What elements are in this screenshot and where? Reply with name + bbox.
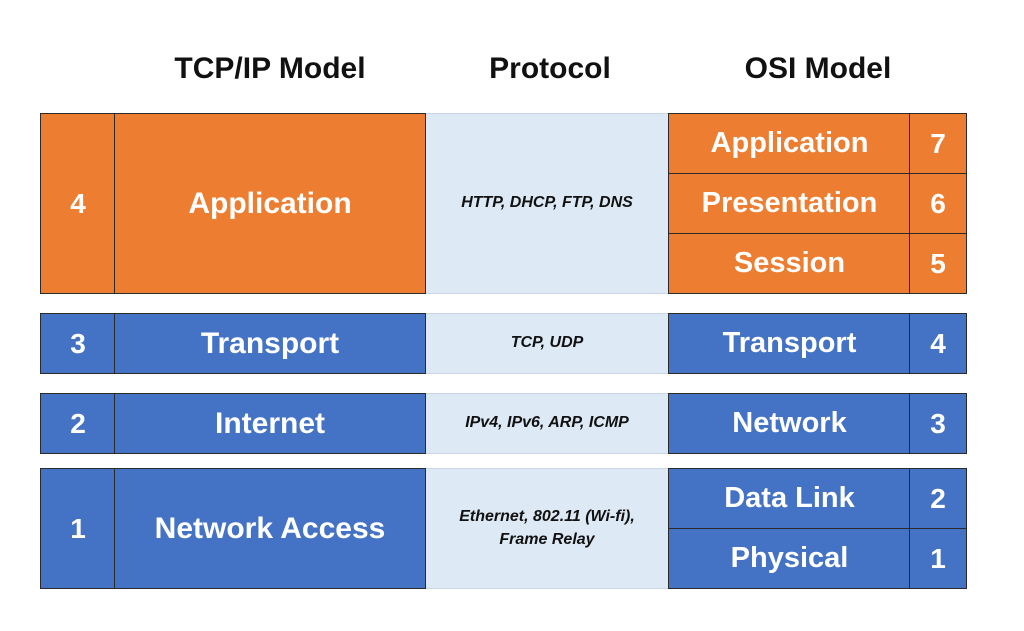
osi-layer-number-3: 3 bbox=[909, 393, 967, 454]
tcpip-layer-number-3: 3 bbox=[40, 313, 116, 374]
osi-layer-data-link: Data Link bbox=[668, 468, 911, 529]
protocol-text: IPv4, IPv6, ARP, ICMP bbox=[465, 414, 629, 432]
tcpip-model-header: TCP/IP Model bbox=[174, 52, 366, 85]
osi-layer-physical: Physical bbox=[668, 528, 911, 589]
tcpip-layer-number-1: 1 bbox=[40, 468, 116, 589]
protocol-text: Ethernet, 802.11 (Wi-fi), bbox=[459, 508, 635, 526]
tcpip-layer-number-4: 4 bbox=[40, 113, 116, 294]
osi-layer-number-4: 4 bbox=[909, 313, 967, 374]
protocol-transport: TCP, UDP bbox=[426, 313, 668, 374]
protocol-network-access: Ethernet, 802.11 (Wi-fi), Frame Relay bbox=[426, 468, 668, 589]
osi-model-header: OSI Model bbox=[744, 52, 892, 85]
osi-layer-number-1: 1 bbox=[909, 528, 967, 589]
tcpip-layer-application: Application bbox=[114, 113, 426, 294]
osi-layer-number-2: 2 bbox=[909, 468, 967, 529]
tcpip-layer-transport: Transport bbox=[114, 313, 426, 374]
osi-layer-presentation: Presentation bbox=[668, 173, 911, 234]
osi-layer-number-7: 7 bbox=[909, 113, 967, 174]
osi-layer-session: Session bbox=[668, 233, 911, 294]
osi-layer-network: Network bbox=[668, 393, 911, 454]
protocol-header: Protocol bbox=[489, 52, 611, 85]
osi-layer-application: Application bbox=[668, 113, 911, 174]
protocol-text: HTTP, DHCP, FTP, DNS bbox=[461, 194, 633, 212]
tcpip-layer-network-access: Network Access bbox=[114, 468, 426, 589]
protocol-text: TCP, UDP bbox=[510, 334, 584, 352]
protocol-internet: IPv4, IPv6, ARP, ICMP bbox=[426, 393, 668, 454]
protocol-application: HTTP, DHCP, FTP, DNS bbox=[426, 113, 668, 294]
tcpip-layer-internet: Internet bbox=[114, 393, 426, 454]
osi-layer-transport: Transport bbox=[668, 313, 911, 374]
osi-layer-number-5: 5 bbox=[909, 233, 967, 294]
protocol-text: Frame Relay bbox=[499, 530, 595, 548]
tcpip-layer-number-2: 2 bbox=[40, 393, 116, 454]
osi-layer-number-6: 6 bbox=[909, 173, 967, 234]
